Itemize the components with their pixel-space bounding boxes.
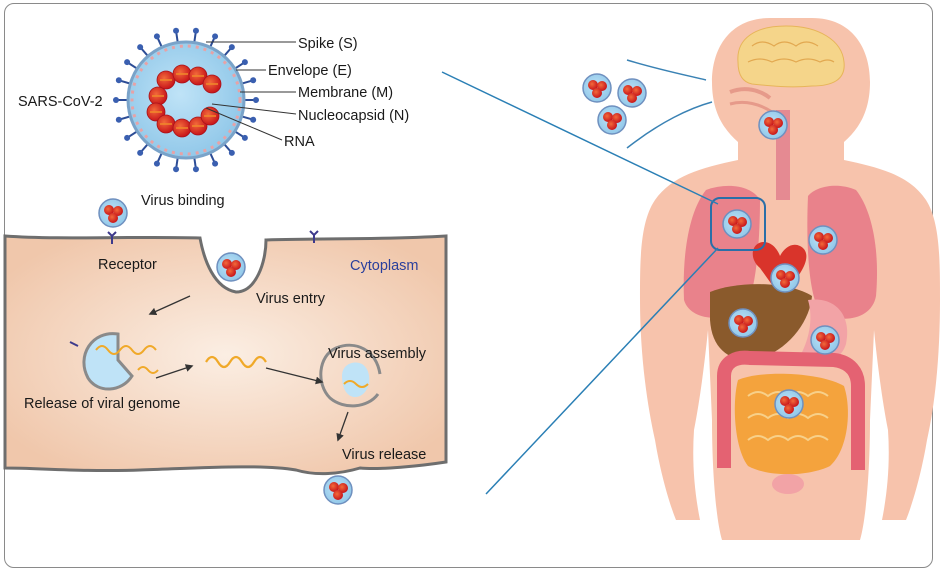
airborne-virus-3 bbox=[597, 105, 627, 135]
spike-tip bbox=[228, 149, 235, 156]
small-intestine bbox=[734, 373, 848, 475]
host-cell bbox=[3, 198, 448, 505]
assembly-vesicle bbox=[319, 343, 382, 408]
spike-tip bbox=[192, 166, 199, 173]
virion-leader-lines bbox=[205, 41, 297, 141]
spike-tip bbox=[228, 44, 235, 51]
virus-entry-label: Virus entry bbox=[256, 291, 326, 307]
spike-label: Spike (S) bbox=[298, 36, 358, 52]
airborne-virions bbox=[582, 59, 713, 149]
connector-bottom bbox=[485, 247, 719, 495]
free-rna-strand bbox=[205, 355, 267, 369]
spike-tip bbox=[173, 27, 180, 34]
spike-tip bbox=[137, 149, 144, 156]
virus-in-intestine bbox=[774, 389, 804, 419]
spike-tip bbox=[115, 77, 122, 84]
rna-label: RNA bbox=[284, 134, 315, 150]
virion-envelope bbox=[126, 40, 246, 160]
virus-assembly-label: Virus assembly bbox=[328, 346, 427, 362]
virus-release-label: Virus release bbox=[342, 447, 426, 463]
envelope-label: Envelope (E) bbox=[268, 63, 352, 79]
virus-in-heart bbox=[770, 263, 800, 293]
virus-in-throat bbox=[758, 110, 788, 140]
spike-tip bbox=[253, 97, 259, 103]
spike-tip bbox=[241, 134, 248, 141]
cytoplasm-label: Cytoplasm bbox=[350, 258, 419, 274]
virus-entry-particle bbox=[216, 252, 246, 282]
spike-tip bbox=[250, 116, 257, 123]
human-body bbox=[640, 18, 940, 540]
virion-diagram bbox=[113, 27, 297, 173]
zoom-highlight-box bbox=[710, 197, 766, 251]
spike-tip bbox=[137, 44, 144, 51]
spike-tip bbox=[192, 27, 199, 34]
nucleocapsid-label: Nucleocapsid (N) bbox=[298, 108, 409, 124]
spike-tip bbox=[115, 116, 122, 123]
virus-in-stomach bbox=[810, 325, 840, 355]
airborne-virus-2 bbox=[617, 78, 647, 108]
virus-binding-particle bbox=[98, 198, 128, 228]
airborne-virus-1 bbox=[582, 73, 612, 103]
virion-nucleocapsid bbox=[146, 64, 222, 138]
spike-tip bbox=[113, 97, 119, 103]
spike-tip bbox=[124, 59, 131, 66]
arrow-assembly-to-release bbox=[336, 411, 349, 442]
receptor-label: Receptor bbox=[98, 257, 157, 273]
spike-tip bbox=[153, 160, 160, 167]
genome-release-vesicle bbox=[69, 332, 159, 391]
right-lung bbox=[807, 185, 878, 319]
membrane-label: Membrane (M) bbox=[298, 85, 393, 101]
virus-in-lung bbox=[808, 225, 838, 255]
spike-tip bbox=[212, 160, 219, 167]
virus-release-particle bbox=[323, 475, 353, 505]
brain bbox=[737, 25, 845, 88]
connector-top bbox=[441, 71, 719, 205]
virus-in-left-lung bbox=[722, 209, 752, 239]
spike-tip bbox=[241, 59, 248, 66]
spike-tip bbox=[124, 134, 131, 141]
spike-tip bbox=[153, 33, 160, 40]
release-genome-label: Release of viral genome bbox=[24, 396, 180, 412]
receptor-symbols bbox=[107, 230, 319, 244]
cell-membrane bbox=[3, 234, 448, 476]
spike-tip bbox=[212, 33, 219, 40]
virus-binding-label: Virus binding bbox=[141, 193, 225, 209]
spike-tip bbox=[173, 166, 180, 173]
virus-in-liver bbox=[728, 308, 758, 338]
arrow-entry-to-release bbox=[148, 295, 191, 315]
liver bbox=[710, 284, 812, 361]
arrow-release-to-genome bbox=[155, 364, 194, 379]
arrow-genome-to-assembly bbox=[265, 367, 324, 385]
virus-name-label: SARS-CoV-2 bbox=[18, 94, 103, 110]
large-intestine bbox=[717, 350, 865, 470]
spike-tip bbox=[250, 77, 257, 84]
